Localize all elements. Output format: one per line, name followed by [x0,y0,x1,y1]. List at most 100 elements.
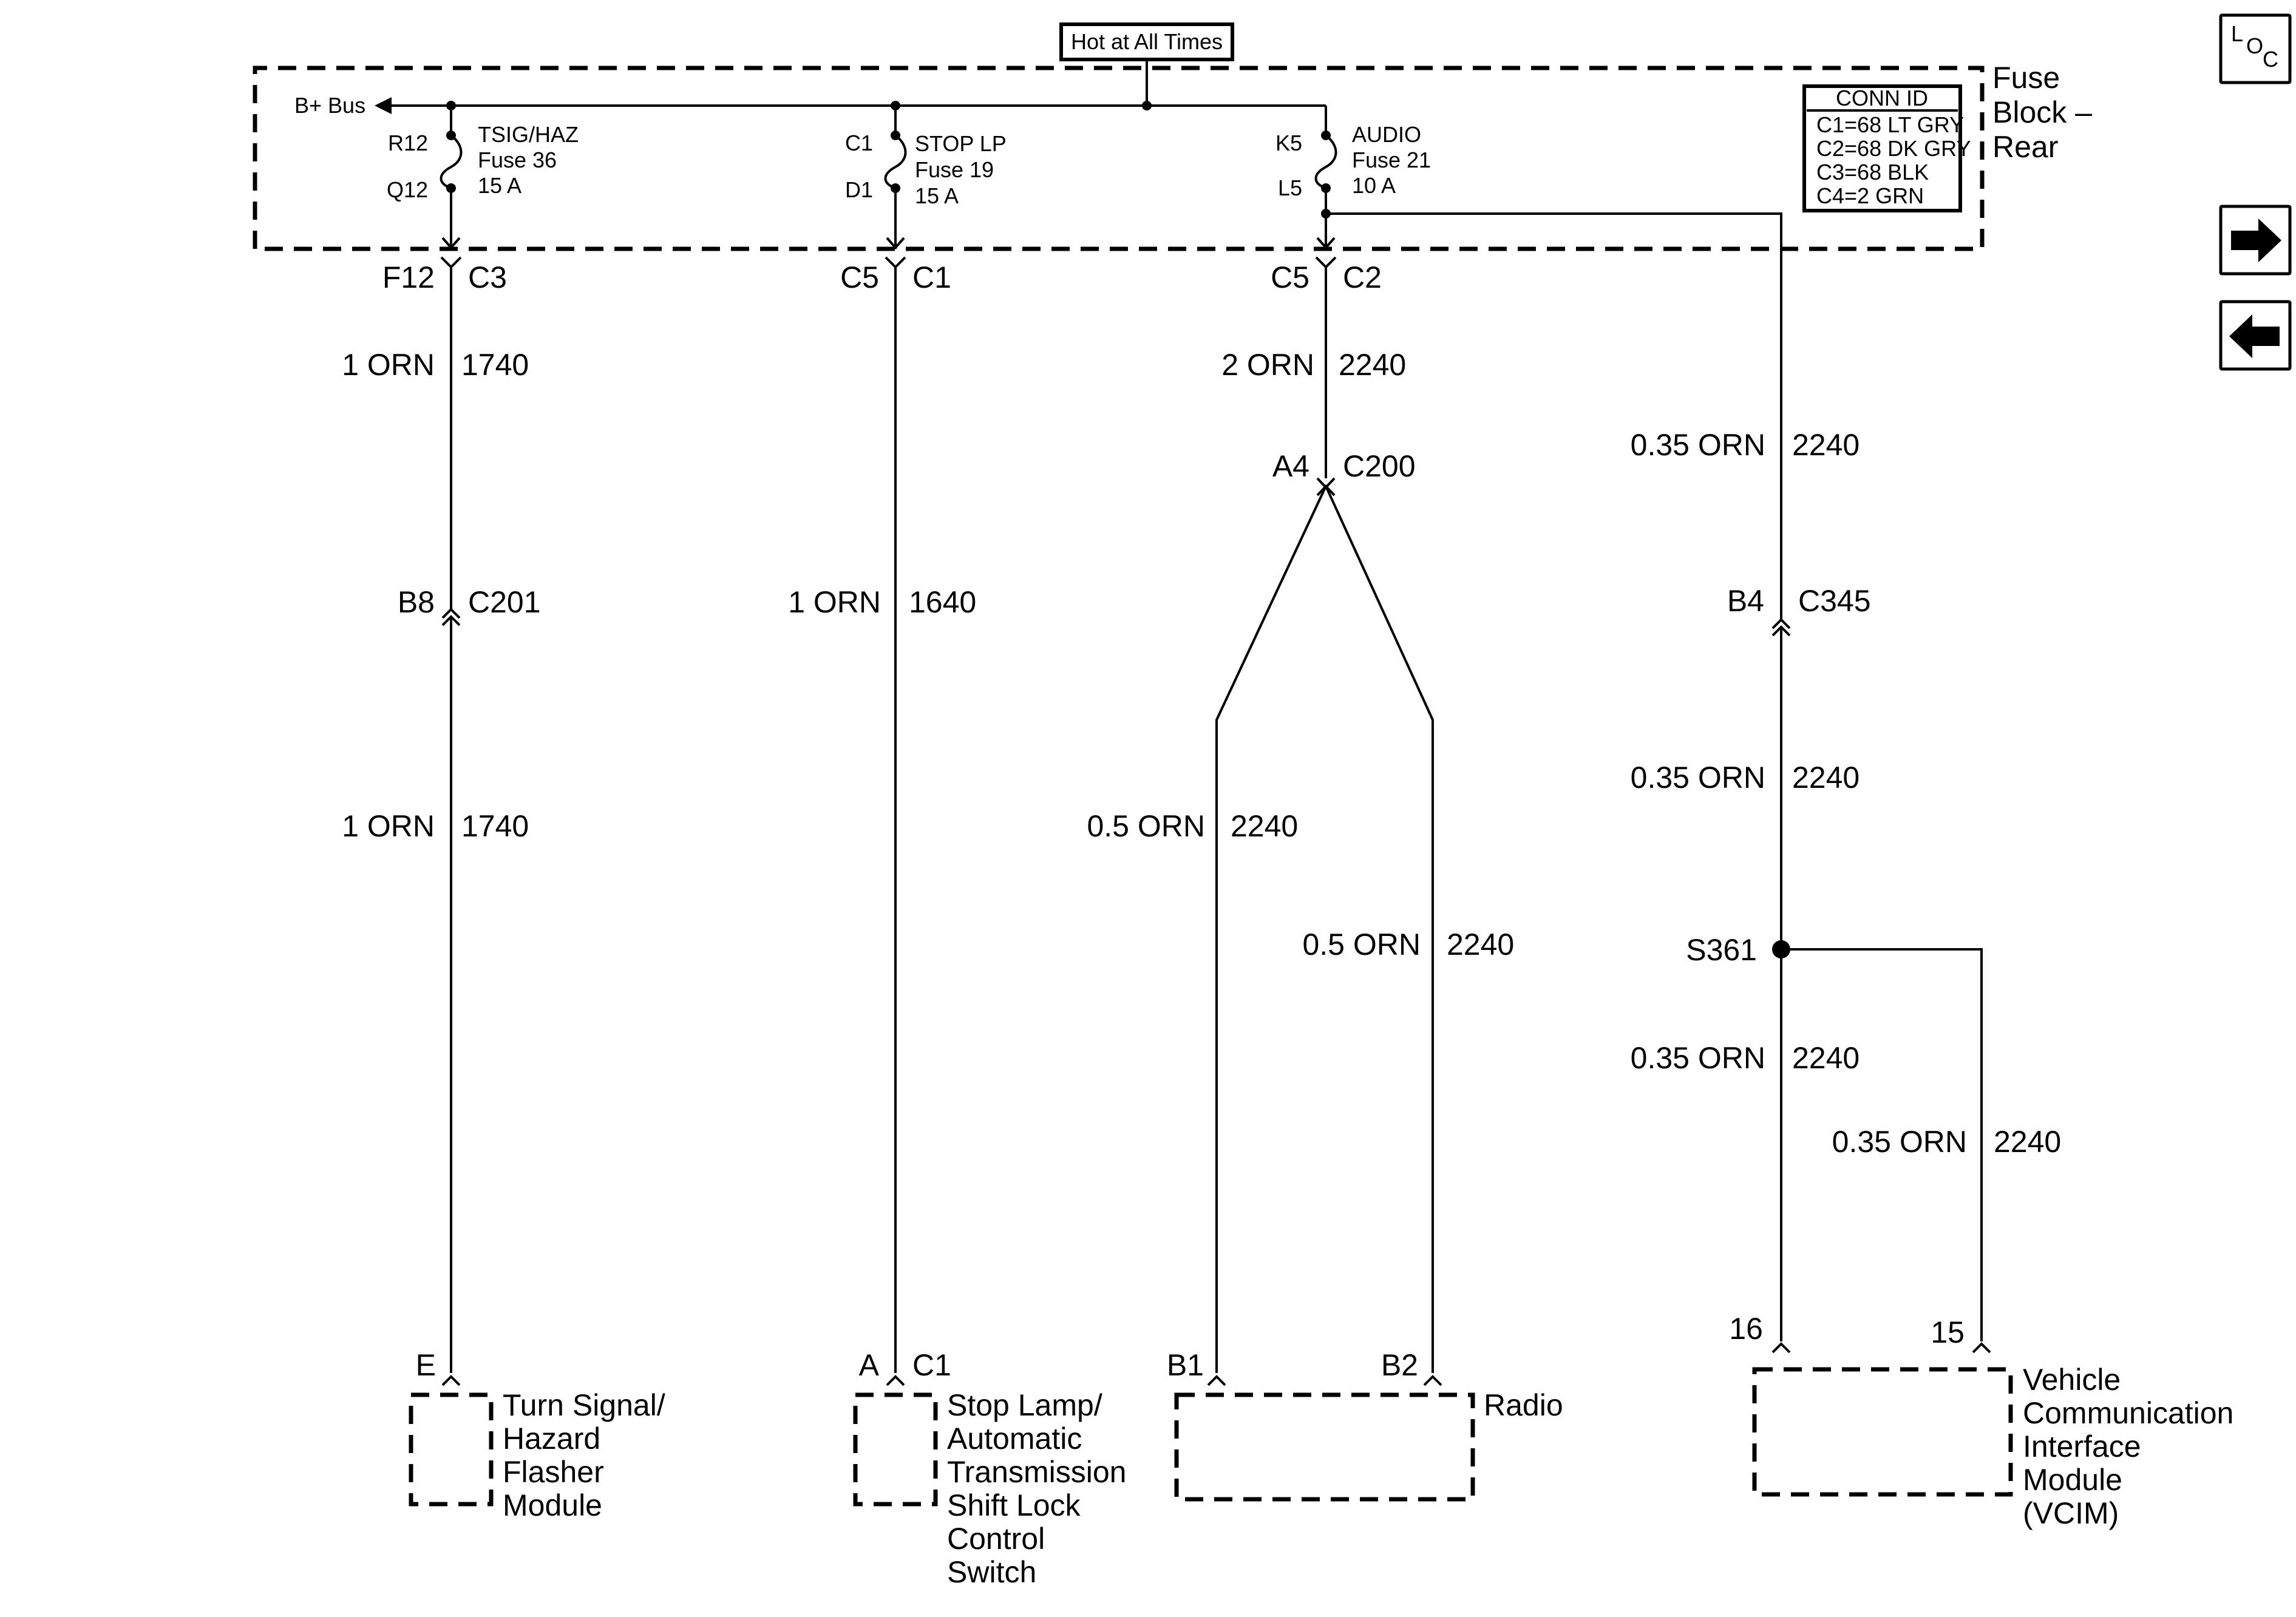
svg-text:L5: L5 [1278,175,1302,200]
svg-text:B4: B4 [1727,584,1764,618]
svg-text:1 ORN: 1 ORN [342,348,435,382]
svg-text:C1: C1 [912,1348,951,1382]
svg-text:D1: D1 [845,177,873,202]
svg-text:Fuse 21: Fuse 21 [1352,147,1431,172]
circuit-radio: C5 C2 2 ORN 2240 A4 C200 0.5 ORN 2240 0.… [1087,256,1514,1386]
svg-text:A: A [859,1348,880,1382]
inline-connector-c201 [441,608,461,619]
svg-text:0.35 ORN: 0.35 ORN [1631,1041,1765,1075]
svg-text:(VCIM): (VCIM) [2023,1496,2119,1530]
svg-text:C1: C1 [912,260,951,294]
conn-id-box: CONN ID C1=68 LT GRY C2=68 DK GRY C3=68 … [1802,84,1971,212]
svg-text:C5: C5 [840,260,879,294]
fuse-block-outline [253,66,1985,251]
svg-text:C2: C2 [1343,260,1382,294]
svg-text:0.35 ORN: 0.35 ORN [1631,428,1765,462]
svg-text:F12: F12 [382,260,435,294]
svg-text:2 ORN: 2 ORN [1221,348,1314,382]
bus-arrow [375,97,392,114]
svg-text:C1: C1 [845,131,873,155]
svg-text:C1=68 LT GRY: C1=68 LT GRY [1816,112,1964,137]
svg-text:Module: Module [2023,1463,2122,1497]
svg-text:R12: R12 [388,131,428,155]
fuse-stop-lp: C1 D1 STOP LP Fuse 19 15 A [845,101,1007,250]
svg-text:2240: 2240 [1994,1125,2061,1159]
svg-text:STOP LP: STOP LP [915,131,1007,156]
svg-text:Flasher: Flasher [503,1455,604,1489]
previous-page-button[interactable] [2219,300,2292,371]
svg-text:C3: C3 [468,260,507,294]
hot-at-all-times-label: Hot at All Times [1059,22,1234,61]
svg-text:Transmission: Transmission [947,1455,1126,1489]
svg-text:Block –: Block – [1992,95,2092,129]
svg-text:2240: 2240 [1339,348,1406,382]
svg-text:C: C [2263,47,2278,72]
hot-label-text: Hot at All Times [1071,29,1223,54]
fuse-symbol-icon [884,134,907,189]
next-page-button[interactable] [2219,205,2292,276]
svg-text:CONN ID: CONN ID [1836,86,1928,110]
svg-text:Q12: Q12 [387,177,428,202]
svg-text:Shift Lock: Shift Lock [947,1488,1081,1522]
svg-text:C3=68 BLK: C3=68 BLK [1816,160,1929,185]
svg-text:Turn Signal/: Turn Signal/ [503,1388,665,1422]
svg-text:Fuse 36: Fuse 36 [478,147,557,172]
svg-text:2240: 2240 [1792,428,1860,462]
bus-label: B+ Bus [294,93,365,118]
vcim-feed-wire [1326,212,1782,620]
svg-text:C4=2 GRN: C4=2 GRN [1816,183,1924,208]
fuse-symbol-icon [440,134,463,189]
svg-text:16: 16 [1729,1312,1763,1346]
svg-text:Automatic: Automatic [947,1422,1082,1456]
svg-text:0.5 ORN: 0.5 ORN [1302,927,1421,961]
circuit-turn-signal: F12 C3 1 ORN 1740 B8 C201 1 ORN 1740 E [342,256,541,1386]
svg-text:Stop Lamp/: Stop Lamp/ [947,1388,1102,1422]
svg-text:1740: 1740 [461,809,529,843]
fuse-audio: K5 L5 AUDIO Fuse 21 10 A [1275,106,1431,250]
svg-text:1740: 1740 [461,348,529,382]
stop-lamp-shift-lock-switch: Stop Lamp/ Automatic Transmission Shift … [853,1388,1126,1589]
svg-text:Rear: Rear [1992,130,2058,164]
svg-text:Radio: Radio [1484,1388,1563,1422]
svg-text:B2: B2 [1381,1348,1418,1382]
circuit-vcim: 0.35 ORN 2240 B4 C345 0.35 ORN 2240 S361… [1631,428,2061,1354]
svg-text:10 A: 10 A [1352,173,1396,198]
fuse-tsig-haz: R12 Q12 TSIG/HAZ Fuse 36 15 A [387,101,579,250]
svg-text:0.5 ORN: 0.5 ORN [1087,809,1205,843]
fuse-symbol-icon [1314,134,1337,189]
radio-module: Radio [1174,1388,1563,1502]
svg-text:AUDIO: AUDIO [1352,122,1421,147]
svg-text:15 A: 15 A [478,173,521,198]
svg-text:Fuse 19: Fuse 19 [915,157,994,182]
svg-text:C5: C5 [1271,260,1309,294]
svg-text:Fuse: Fuse [1992,61,2060,95]
svg-text:15: 15 [1931,1315,1965,1349]
svg-text:C200: C200 [1343,449,1416,483]
svg-text:Switch: Switch [947,1555,1036,1589]
svg-text:C2=68 DK GRY: C2=68 DK GRY [1816,136,1971,161]
circuit-stop-lamp: C5 C1 1 ORN 1640 A C1 [788,256,976,1386]
loc-button[interactable]: L O C [2219,13,2292,84]
svg-text:C201: C201 [468,585,541,619]
svg-text:L: L [2231,21,2243,46]
svg-text:0.35 ORN: 0.35 ORN [1832,1125,1967,1159]
vcim-module: Vehicle Communication Interface Module (… [1752,1363,2233,1530]
svg-text:TSIG/HAZ: TSIG/HAZ [478,122,579,147]
svg-text:1640: 1640 [909,585,976,619]
svg-text:2240: 2240 [1792,761,1860,795]
inline-connector-c345 [1771,618,1791,629]
arrow-left-icon [2229,314,2280,358]
svg-text:2240: 2240 [1231,809,1298,843]
svg-text:Interface: Interface [2023,1429,2141,1463]
svg-text:Vehicle: Vehicle [2023,1363,2121,1397]
svg-text:Communication: Communication [2023,1396,2233,1430]
svg-text:C345: C345 [1798,584,1871,618]
svg-text:2240: 2240 [1792,1041,1860,1075]
svg-text:K5: K5 [1275,131,1302,155]
arrow-right-icon [2231,219,2281,262]
svg-text:Control: Control [947,1522,1045,1556]
svg-text:O: O [2246,33,2263,58]
svg-text:B8: B8 [398,585,435,619]
svg-text:S361: S361 [1686,933,1757,967]
